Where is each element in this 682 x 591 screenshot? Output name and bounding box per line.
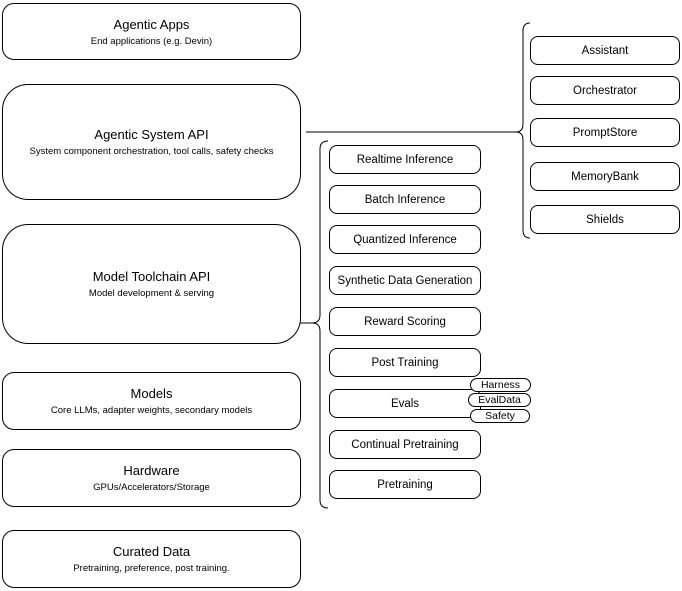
node-title: Curated Data bbox=[112, 544, 191, 559]
node-reward-scoring: Reward Scoring bbox=[329, 307, 481, 336]
node-post-training: Post Training bbox=[329, 348, 481, 377]
tag-harness: Harness bbox=[470, 378, 531, 392]
node-subtitle: End applications (e.g. Devin) bbox=[90, 35, 213, 47]
node-batch-inference: Batch Inference bbox=[329, 185, 481, 214]
node-title: Agentic System API bbox=[94, 127, 209, 142]
node-subtitle: Pretraining, preference, post training. bbox=[73, 563, 230, 574]
tag-evaldata: EvalData bbox=[468, 393, 531, 407]
node-agentic-system-api: Agentic System API System component orch… bbox=[2, 84, 301, 200]
node-subtitle: System component orchestration, tool cal… bbox=[29, 146, 274, 157]
node-subtitle: GPUs/Accelerators/Storage bbox=[93, 482, 210, 493]
node-shields: Shields bbox=[530, 205, 680, 234]
node-synthetic-data-generation: Synthetic Data Generation bbox=[329, 266, 481, 295]
node-title: Agentic Apps bbox=[113, 16, 190, 32]
node-title: Model Toolchain API bbox=[92, 269, 211, 284]
brace-agentic-components bbox=[515, 22, 531, 239]
node-memorybank: MemoryBank bbox=[530, 162, 680, 191]
node-hardware: Hardware GPUs/Accelerators/Storage bbox=[2, 449, 301, 507]
tag-safety: Safety bbox=[470, 409, 530, 423]
node-models: Models Core LLMs, adapter weights, secon… bbox=[2, 372, 301, 430]
node-orchestrator: Orchestrator bbox=[530, 76, 680, 105]
node-pretraining: Pretraining bbox=[329, 470, 481, 499]
node-subtitle: Core LLMs, adapter weights, secondary mo… bbox=[50, 405, 253, 416]
node-title: Hardware bbox=[123, 463, 180, 478]
node-continual-pretraining: Continual Pretraining bbox=[329, 430, 481, 459]
node-realtime-inference: Realtime Inference bbox=[329, 145, 481, 174]
node-curated-data: Curated Data Pretraining, preference, po… bbox=[2, 530, 301, 588]
node-quantized-inference: Quantized Inference bbox=[329, 225, 481, 254]
node-assistant: Assistant bbox=[530, 36, 680, 65]
node-title: Models bbox=[130, 386, 173, 401]
brace-toolchain-pipeline bbox=[311, 140, 329, 509]
node-evals: Evals bbox=[329, 389, 481, 418]
node-subtitle: Model development & serving bbox=[88, 288, 215, 299]
node-promptstore: PromptStore bbox=[530, 118, 680, 147]
node-model-toolchain-api: Model Toolchain API Model development & … bbox=[2, 224, 301, 344]
node-agentic-apps: Agentic Apps End applications (e.g. Devi… bbox=[2, 3, 301, 60]
